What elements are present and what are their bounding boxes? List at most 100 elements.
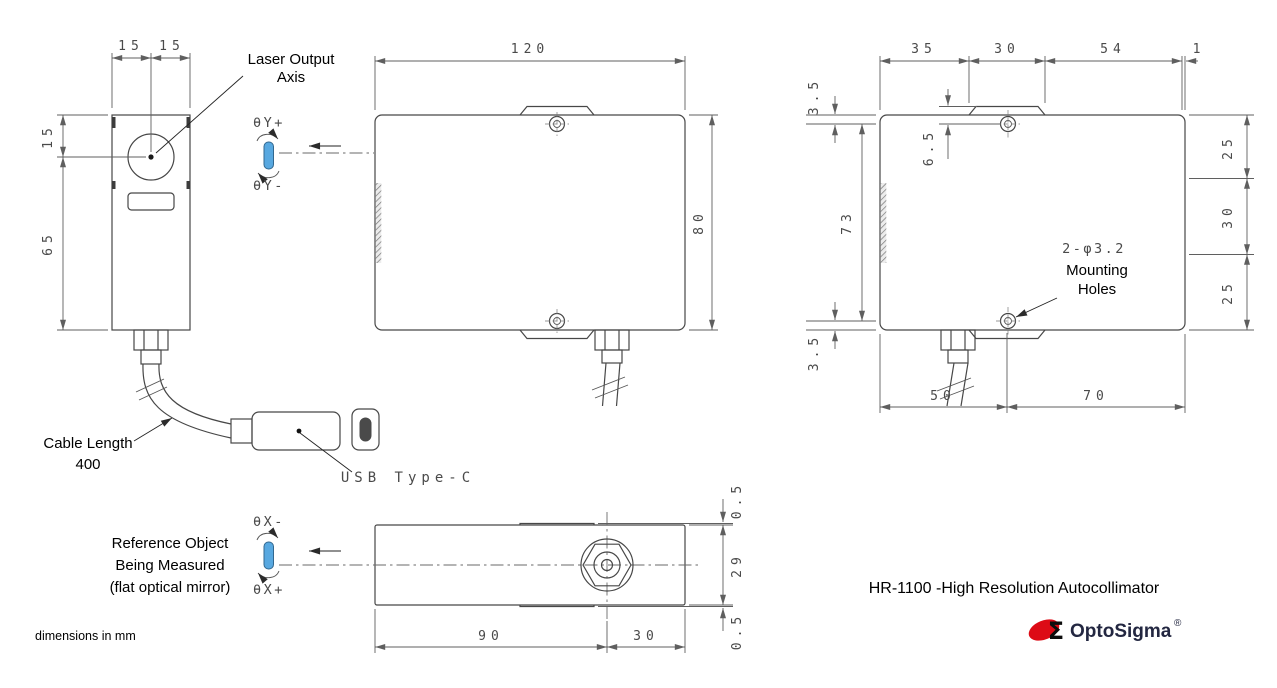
side-cable-gland [591, 329, 630, 407]
dim-front-top-right: 15 [159, 39, 185, 54]
usb-plug-body [251, 411, 341, 451]
top-view-bottom-dimensions: 90 30 [374, 609, 686, 653]
dim-rear-hole-offset-6-5: 6.5 [922, 128, 937, 166]
usb-plug-face [351, 408, 380, 451]
reference-object-annotation: Reference Object Being Measured (flat op… [110, 535, 231, 596]
front-cable-gland [133, 329, 169, 365]
label-theta-x-plus: θX+ [253, 582, 285, 598]
dim-side-width: 120 [511, 42, 549, 57]
usb-connector-icon [263, 141, 274, 170]
side-body-outline [374, 114, 686, 331]
units-note: dimensions in mm [35, 629, 136, 643]
bottom-mounting-tab [519, 329, 595, 340]
cable-break-mark [138, 386, 168, 401]
cable-break-mark [135, 378, 165, 393]
rear-right-dimensions: 25 30 25 [1189, 114, 1254, 331]
logo-red-ellipse-icon [1028, 619, 1060, 641]
dim-front-left-bottom: 65 [41, 230, 56, 256]
label-theta-y-minus: θY- [253, 178, 285, 194]
mounting-holes-annotation: 2-φ3.2 Mounting Holes [1015, 241, 1128, 318]
top-mounting-tab [519, 105, 595, 116]
usb-type-c-annotation: USB Type-C [299, 432, 475, 486]
gland-hex-nut [582, 543, 632, 587]
cable [135, 363, 232, 439]
label-reference-3: (flat optical mirror) [110, 579, 231, 596]
tab-edge [519, 522, 595, 525]
dim-rear-bottom-50: 50 [930, 389, 956, 404]
laser-axis-point [148, 154, 154, 160]
dim-rear-left-3-5-top: 3.5 [807, 77, 822, 115]
label-mounting-spec: 2-φ3.2 [1062, 241, 1126, 257]
edge-mark [186, 181, 190, 189]
theta-y-annotation: θY+ θY- [253, 115, 374, 194]
rear-top-dimensions: 35 30 54 1 [879, 42, 1206, 110]
grip-texture [375, 183, 382, 263]
leader-dot [296, 428, 302, 434]
edge-mark [186, 117, 190, 128]
rotation-arrow-icon [256, 128, 279, 142]
dim-front-top-left: 15 [118, 39, 144, 54]
rear-cable-gland [936, 329, 976, 407]
strain-relief [230, 418, 253, 444]
top-mounting-tab [968, 105, 1046, 116]
label-theta-y-plus: θY+ [253, 115, 285, 131]
rear-left-dimensions: 3.5 73 3.5 6.5 [806, 77, 1000, 371]
gland-outer-circle [580, 538, 634, 592]
label-laser-output-2: Axis [277, 69, 305, 86]
rotation-arrow-icon [257, 170, 280, 184]
label-usb-type-c: USB Type-C [341, 470, 475, 486]
dim-top-view-29: 29 [730, 552, 745, 578]
label-cable-length: Cable Length [43, 435, 132, 452]
tab-edge [519, 605, 595, 608]
rotation-arrow-icon [257, 570, 280, 584]
dim-top-view-0-5-bottom: 0.5 [730, 612, 745, 650]
dim-rear-bottom-70: 70 [1083, 389, 1109, 404]
dim-side-height: 80 [692, 209, 707, 235]
side-view: 120 80 [374, 42, 718, 407]
label-reference-2: Being Measured [115, 557, 224, 574]
product-title: HR-1100 -High Resolution Autocollimator [869, 580, 1160, 597]
dim-rear-top-35: 35 [911, 42, 937, 57]
rear-body-outline [879, 114, 1186, 331]
front-view: 15 15 15 65 Laser Output Axis [41, 39, 380, 451]
label-mounting-1: Mounting [1066, 262, 1128, 279]
rotation-arrow-icon [256, 527, 279, 541]
label-reference-1: Reference Object [112, 535, 230, 552]
dim-rear-top-1: 1 [1193, 42, 1206, 57]
label-mounting-2: Holes [1078, 281, 1116, 298]
logo-sigma-icon: Σ [1048, 617, 1064, 645]
front-view-dimensions: 15 15 15 65 [41, 39, 191, 331]
brand-registered-mark: ® [1174, 618, 1182, 629]
edge-mark [112, 181, 116, 189]
optosigma-logo: Σ OptoSigma ® [1028, 617, 1182, 645]
label-theta-x-minus: θX- [253, 514, 285, 530]
brand-name: OptoSigma [1070, 621, 1172, 642]
dim-rear-top-54: 54 [1100, 42, 1126, 57]
edge-mark [112, 117, 116, 128]
laser-output-annotation: Laser Output Axis [155, 51, 336, 154]
side-view-dimensions: 120 80 [374, 42, 718, 331]
label-laser-output-1: Laser Output [248, 51, 336, 68]
dim-top-view-0-5-top: 0.5 [730, 481, 745, 519]
usb-plug [230, 408, 380, 451]
rear-view: 35 30 54 1 3.5 73 3.5 6.5 [806, 42, 1254, 413]
grip-texture [880, 183, 887, 263]
dim-rear-left-3-5-bottom: 3.5 [807, 333, 822, 371]
dim-rear-top-30: 30 [994, 42, 1020, 57]
front-window [127, 192, 175, 211]
cable-length-annotation: Cable Length 400 [43, 417, 173, 473]
dim-front-left-top: 15 [41, 123, 56, 149]
label-cable-length-value: 400 [75, 456, 100, 473]
usb-slot [359, 417, 372, 442]
dim-top-view-90: 90 [478, 629, 504, 644]
dim-rear-right-25-top: 25 [1221, 134, 1236, 160]
dim-rear-right-30: 30 [1221, 203, 1236, 229]
usb-connector-icon [263, 541, 274, 570]
theta-x-annotation: θX- θX+ [253, 514, 341, 598]
dim-top-view-30: 30 [633, 629, 659, 644]
dim-rear-left-73: 73 [840, 209, 855, 235]
dim-rear-right-25-bottom: 25 [1221, 279, 1236, 305]
top-view-right-dimensions: 0.5 29 0.5 [598, 481, 745, 650]
